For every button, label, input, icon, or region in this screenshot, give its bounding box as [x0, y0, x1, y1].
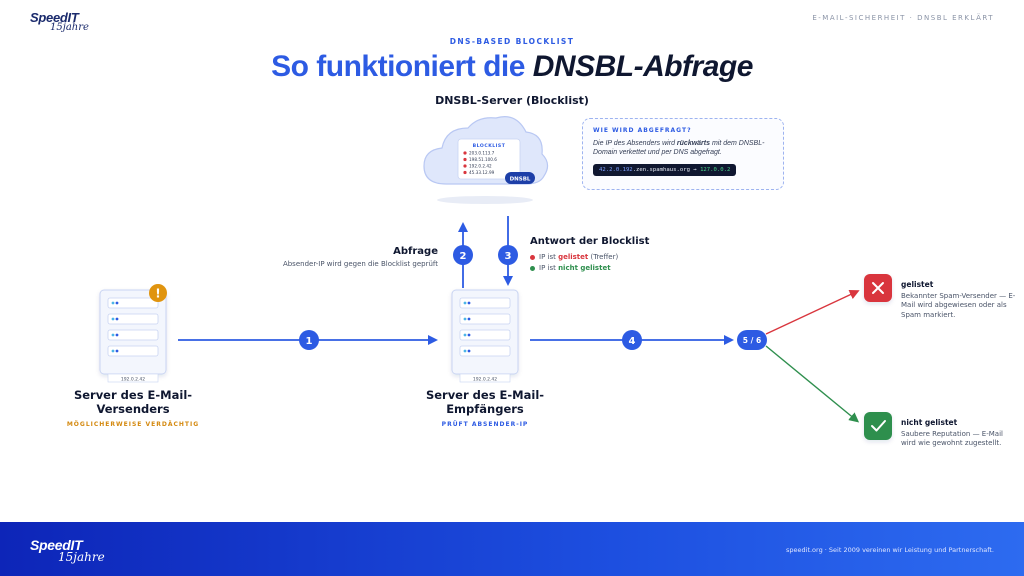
receiver-ip: 192.0.2.42 [473, 377, 497, 383]
step-4: 4 [622, 330, 642, 350]
footer-bar [0, 522, 1024, 576]
blocklist-entry: 203.0.113.7 [469, 151, 495, 156]
response-description: Antwort der Blocklist IP ist gelistet (T… [530, 236, 710, 272]
step-3-label: 3 [505, 251, 512, 262]
clean-result-text: Saubere Reputation — E-Mail wird wie gew… [901, 430, 1003, 448]
blocklist-entry: 192.0.2.42 [469, 164, 492, 169]
page-title: So funktioniert die DNSBL-Abfrage [0, 50, 1024, 84]
sender-tag: MÖGLICHERWEISE VERDÄCHTIG [66, 420, 200, 428]
clean-result-title: nicht gelistet [901, 418, 958, 427]
sender-caption: Server des E-Mail-Versenders MÖGLICHERWE… [58, 388, 208, 428]
code-domain: .zen.spamhaus.org [632, 166, 690, 173]
code-arrow: → [689, 166, 701, 173]
step-5-6: 5 / 6 [737, 330, 767, 350]
title-part-2: DNSBL-Abfrage [532, 50, 754, 83]
code-ip: 42.2.0.192 [599, 166, 633, 173]
warning-icon-glyph: ! [155, 287, 160, 301]
red-dot-icon [530, 254, 535, 260]
dnsbl-badge-label: DNSBL [510, 177, 531, 183]
listed-result-text: Bekannter Spam-Versender — E-Mail wird a… [901, 292, 1016, 319]
blocklist-title: BLOCKLIST [473, 143, 506, 149]
listed-branch [765, 290, 860, 335]
listed-result-title: gelistet [901, 280, 934, 289]
response-line-listed: IP ist gelistet (Treffer) [530, 253, 710, 261]
entry-dot-3 [463, 164, 467, 168]
logo-anniversary: 15jahre [50, 22, 89, 33]
sender-ip-tag [107, 373, 159, 383]
entry-dot-2 [463, 157, 467, 162]
query-description: Abfrage Absender-IP wird gegen die Block… [278, 246, 438, 269]
entry-dot-1 [463, 151, 467, 155]
green-dot-icon [530, 265, 535, 271]
query-title: Abfrage [393, 246, 438, 257]
info-text: Die IP des Absenders wird rückwärts mit … [593, 139, 773, 158]
footer-logo: SpeedIT 15jahre [30, 537, 105, 564]
info-text-1: Die IP des Absenders wird [593, 140, 677, 147]
step-5-6-label: 5 / 6 [743, 336, 761, 345]
listed-result-tile [864, 274, 892, 302]
step-1: 1 [299, 330, 319, 350]
dnsbl-server-label: DNSBL-Server (Blocklist) [435, 94, 589, 107]
cloud-shadow [437, 196, 533, 204]
check-icon [871, 420, 886, 432]
info-text-2: mit dem DNSBL-Domain verkettet und per D… [593, 140, 765, 157]
blocklist-entry: 198.51.100.6 [469, 157, 497, 162]
step-3: 3 [498, 245, 518, 265]
receiver-server: 192.0.2.42 [451, 289, 519, 383]
sender-name: Server des E-Mail-Versenders [73, 388, 193, 417]
footer-logo-anniversary: 15jahre [58, 550, 105, 564]
clean-branch [765, 345, 860, 423]
entry-dot-4 [463, 170, 467, 175]
sender-ip: 192.0.2.42 [121, 377, 145, 383]
response-title: Antwort der Blocklist [530, 236, 650, 247]
code-result: 127.0.0.2 [700, 166, 731, 173]
step-2: 2 [453, 245, 473, 265]
warning-icon [149, 284, 167, 302]
step-1-label: 1 [306, 336, 313, 347]
footer-text: speedit.org · Seit 2009 vereinen wir Lei… [786, 546, 994, 554]
clean-prefix: IP ist [539, 264, 559, 272]
blocklist-entry: 45.33.12.99 [469, 170, 495, 175]
receiver-caption: Server des E-Mail-Empfängers PRÜFT ABSEN… [410, 388, 560, 428]
receiver-tag: PRÜFT ABSENDER-IP [441, 420, 529, 428]
logo-wordmark: SpeedIT [30, 10, 79, 25]
response-line-clean: IP ist nicht gelistet [530, 264, 710, 272]
dnsbl-cloud: BLOCKLIST 203.0.113.7 198.51.100.6 192.0… [423, 116, 549, 204]
dns-query-code: 42.2.0.192.zen.spamhaus.org → 127.0.0.2 [593, 163, 737, 176]
step-4-label: 4 [629, 336, 636, 347]
blocklist-panel [457, 138, 521, 180]
listed-prefix: IP ist [539, 253, 559, 261]
section-label: E-MAIL-SICHERHEIT · DNSBL ERKLÄRT [812, 14, 994, 22]
info-heading: WIE WIRD ABGEFRAGT? [593, 127, 692, 134]
receiver-name: Server des E-Mail-Empfängers [425, 388, 545, 417]
query-text: Absender-IP wird gegen die Blocklist gep… [282, 260, 438, 268]
clean-result-tile [864, 412, 892, 440]
close-icon [872, 282, 884, 294]
kicker: DNS-BASED BLOCKLIST [449, 37, 575, 46]
query-info-box: WIE WIRD ABGEFRAGT? Die IP des Absenders… [582, 118, 784, 190]
info-text-bold: rückwärts [676, 140, 710, 147]
listed-suffix: (Treffer) [588, 253, 619, 261]
receiver-ip-tag [459, 373, 511, 383]
listed-result: gelistet Bekannter Spam-Versender — E-Ma… [901, 280, 1016, 320]
brand-logo: SpeedIT 15jahre [30, 10, 89, 33]
step-2-label: 2 [460, 251, 467, 262]
title-part-1: So funktioniert die [271, 50, 533, 83]
listed-status: gelistet [558, 253, 589, 261]
dnsbl-diagram: BLOCKLIST 203.0.113.7 198.51.100.6 192.0… [99, 116, 892, 440]
sender-server: 192.0.2.42 ! [99, 284, 167, 383]
clean-result: nicht gelistet Saubere Reputation — E-Ma… [901, 418, 1016, 449]
dnsbl-badge [505, 172, 535, 184]
clean-status: nicht gelistet [558, 264, 611, 272]
footer-logo-wordmark: SpeedIT [30, 537, 83, 553]
